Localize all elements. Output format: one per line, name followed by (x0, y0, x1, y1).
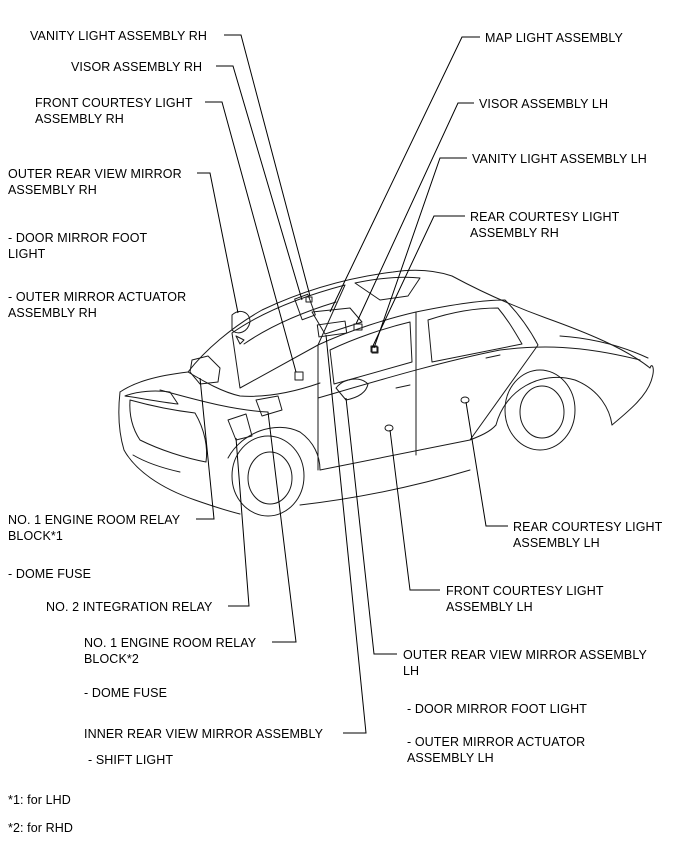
footnote-lhd: *1: for LHD (8, 793, 71, 807)
leader-engine-relay-2 (267, 411, 297, 643)
hood-line (187, 371, 321, 397)
outer-mirror-lh-shape (335, 378, 369, 401)
label-visor-lh: VISOR ASSEMBLY LH (479, 97, 609, 111)
front-wheel-rim (247, 451, 293, 505)
label-front-courtesy-light-rh: FRONT COURTESY LIGHT ASSEMBLY RH (35, 96, 193, 126)
outer-mirror-rh-shape (231, 311, 251, 345)
label-door-mirror-foot-rh: - DOOR MIRROR FOOT LIGHT (8, 231, 148, 261)
leader-rear-courtesy-rh (371, 215, 465, 349)
front-wheel (231, 435, 305, 517)
label-front-courtesy-light-lh: FRONT COURTESY LIGHT ASSEMBLY LH (446, 584, 604, 614)
leader-front-courtesy-rh (205, 101, 297, 373)
belt-line (317, 346, 641, 399)
rear-courtesy-rh-shape (370, 345, 378, 353)
label-door-mirror-foot-lh: - DOOR MIRROR FOOT LIGHT (407, 702, 587, 716)
label-integration-relay: NO. 2 INTEGRATION RELAY (46, 600, 213, 614)
front-door (317, 311, 417, 471)
engine-relay-2-shape (255, 395, 283, 417)
label-outer-mirror-rh: OUTER REAR VIEW MIRROR ASSEMBLY RH (8, 167, 182, 197)
leader-vanity-lh (373, 157, 467, 349)
map-light-shape (311, 307, 363, 335)
leader-engine-relay-1 (196, 377, 215, 520)
body-sideline (319, 424, 497, 471)
label-engine-room-relay-block-2: NO. 1 ENGINE ROOM RELAY BLOCK*2 (84, 636, 257, 666)
label-dome-fuse-1: - DOME FUSE (8, 567, 92, 581)
rocker (299, 469, 471, 506)
door-handle-front (395, 384, 411, 389)
label-vanity-light-lh: VANITY LIGHT ASSEMBLY LH (472, 152, 647, 166)
label-rear-courtesy-light-lh: REAR COURTESY LIGHT ASSEMBLY LH (513, 520, 663, 550)
footnote-rhd: *2: for RHD (8, 821, 74, 835)
leader-rear-courtesy-lh (465, 401, 508, 527)
sunroof (354, 276, 421, 301)
grille (129, 399, 208, 463)
rear-courtesy-lh-shape (460, 396, 470, 404)
label-vanity-light-rh: VANITY LIGHT ASSEMBLY RH (30, 29, 207, 43)
label-outer-actuator-rh: - OUTER MIRROR ACTUATOR ASSEMBLY RH (8, 290, 187, 320)
engine-relay-block-shape (189, 355, 221, 385)
leader-vanity-rh (224, 34, 311, 297)
label-engine-room-relay-block-1: NO. 1 ENGINE ROOM RELAY BLOCK*1 (8, 513, 181, 543)
vanity-rh-shape (305, 296, 313, 303)
fog-lamp (132, 454, 181, 473)
front-courtesy-rh-shape (294, 371, 304, 381)
label-inner-mirror: INNER REAR VIEW MIRROR ASSEMBLY (84, 727, 324, 741)
trunk (559, 335, 649, 359)
label-dome-fuse-2: - DOME FUSE (84, 686, 168, 700)
front-window (329, 321, 413, 385)
inner-mirror-shape (316, 320, 348, 338)
rear-wheel (504, 369, 576, 451)
rear-door (415, 299, 539, 441)
label-outer-actuator-lh: - OUTER MIRROR ACTUATOR ASSEMBLY LH (407, 735, 586, 765)
rear-wheel-arch (495, 376, 613, 426)
door-handle-rear (485, 354, 501, 359)
front-courtesy-lh-shape (384, 424, 394, 432)
windshield-inner (243, 301, 337, 345)
rear-wheel-rim (519, 385, 565, 439)
visor-lh-shape (353, 323, 363, 331)
rear-end (611, 365, 654, 426)
label-outer-mirror-lh: OUTER REAR VIEW MIRROR ASSEMBLY LH (403, 648, 647, 678)
leader-visor-rh (216, 65, 303, 301)
front-bumper (118, 391, 241, 515)
leader-outer-mirror-rh (197, 172, 239, 314)
car-roof-outline (187, 269, 651, 373)
leader-inner-mirror (325, 334, 367, 734)
front-top (119, 371, 189, 393)
rear-window (427, 307, 523, 363)
leader-integration-relay (228, 437, 250, 607)
headlight (124, 390, 179, 405)
leader-map-light (329, 36, 480, 313)
integration-relay-shape (227, 413, 253, 441)
label-map-light: MAP LIGHT ASSEMBLY (485, 31, 623, 45)
leader-outer-mirror-lh (345, 397, 397, 655)
windshield (231, 284, 346, 389)
vanity-lh-shape (371, 346, 379, 354)
leader-visor-lh (355, 102, 474, 325)
leader-front-courtesy-lh (389, 429, 440, 591)
label-shift-light: - SHIFT LIGHT (88, 753, 174, 767)
label-rear-courtesy-light-rh: REAR COURTESY LIGHT ASSEMBLY RH (470, 210, 620, 240)
label-visor-rh: VISOR ASSEMBLY RH (71, 60, 203, 74)
